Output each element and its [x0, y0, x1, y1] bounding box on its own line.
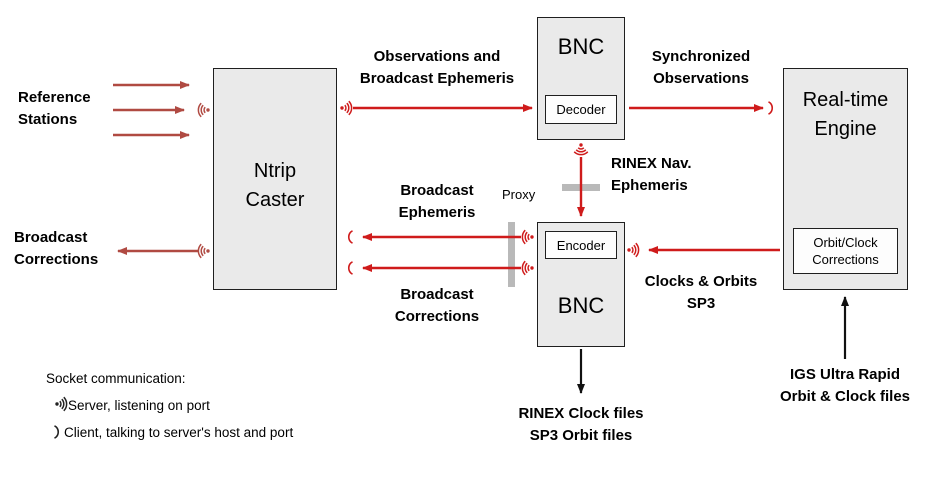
label-line: Broadcast [400, 182, 474, 199]
client-socket-icon [53, 424, 60, 440]
label-line: Ephemeris [611, 177, 688, 194]
bnc-bottom-title: BNC [557, 293, 605, 318]
label-line: Stations [18, 111, 78, 128]
label-line: RINEX Nav. [611, 155, 692, 172]
label-line: Observations [653, 70, 749, 87]
bnc-top-box: BNC Decoder [537, 17, 625, 140]
encoder-label: Encoder [556, 237, 606, 253]
label-line: Ephemeris [398, 204, 476, 221]
label-line: Corrections [14, 251, 99, 268]
label-line: SP3 Orbit files [529, 427, 633, 444]
server-socket-icon [573, 142, 589, 156]
realtime-engine-title-line1: Real-time [802, 89, 889, 111]
legend-server-text: Server, listening on port [68, 398, 210, 413]
label-reference-stations: Reference Stations [18, 87, 91, 131]
label-synchronized-observations: Synchronized Observations [626, 46, 776, 90]
decoder-label: Decoder [556, 102, 606, 117]
realtime-engine-title: Real-time Engine [784, 86, 907, 144]
label-broadcast-corrections-out: Broadcast Corrections [14, 227, 98, 271]
client-socket-icon [347, 230, 354, 244]
orbit-clock-line2: Corrections [812, 252, 879, 267]
label-line: Broadcast [14, 229, 88, 246]
client-socket-icon [767, 101, 774, 115]
realtime-engine-box: Real-time Engine Orbit/Clock Corrections [783, 68, 908, 290]
ntrip-caster-title: Ntrip Caster [214, 157, 336, 215]
decoder-box: Decoder [545, 95, 617, 124]
legend-client-text: Client, talking to server's host and por… [64, 425, 294, 440]
label-line: Orbit & Clock files [779, 388, 911, 405]
legend-title: Socket communication: [46, 371, 186, 386]
label-broadcast-corrections-mid: Broadcast Corrections [377, 284, 497, 328]
server-socket-icon [54, 396, 68, 412]
realtime-engine-title-line2: Engine [814, 118, 877, 140]
ntrip-caster-title-line1: Ntrip [253, 160, 297, 182]
label-line: IGS Ultra Rapid [789, 366, 901, 383]
label-line: Broadcast [400, 286, 474, 303]
server-socket-icon [521, 260, 535, 276]
label-observations-ephemeris: Observations and Broadcast Ephemeris [327, 46, 547, 90]
label-proxy: Proxy [502, 187, 536, 202]
server-socket-icon [339, 100, 353, 116]
label-line: Observations and [373, 48, 501, 65]
label-line: Reference [18, 89, 91, 106]
label-line: SP3 [686, 295, 716, 312]
orbit-clock-line1: Orbit/Clock [813, 235, 878, 250]
server-socket-icon [521, 229, 535, 245]
client-socket-icon [347, 260, 354, 276]
server-socket-icon [197, 102, 211, 118]
ntrip-caster-title-line2: Caster [245, 189, 305, 211]
label-line: RINEX Clock files [518, 405, 644, 422]
ntrip-caster-box: Ntrip Caster [213, 68, 337, 290]
label-broadcast-ephemeris: Broadcast Ephemeris [377, 180, 497, 224]
label-line: Clocks & Orbits [644, 273, 758, 290]
label-line: Synchronized [651, 48, 751, 65]
label-line: Corrections [394, 308, 480, 325]
label-rinex-output-files: RINEX Clock files SP3 Orbit files [486, 403, 676, 447]
bnc-bottom-box: Encoder BNC [537, 222, 625, 347]
label-igs-files: IGS Ultra Rapid Orbit & Clock files [750, 364, 933, 408]
proxy-bar-vertical [508, 222, 515, 287]
orbit-clock-corrections-box: Orbit/Clock Corrections [793, 228, 898, 274]
label-clocks-orbits: Clocks & Orbits SP3 [621, 271, 781, 315]
server-socket-icon [626, 242, 640, 258]
server-socket-icon [197, 243, 211, 259]
label-rinex-nav-ephemeris: RINEX Nav. Ephemeris [611, 153, 692, 197]
encoder-box: Encoder [545, 231, 617, 259]
bnc-top-title: BNC [557, 34, 605, 59]
label-line: Broadcast Ephemeris [359, 70, 515, 87]
